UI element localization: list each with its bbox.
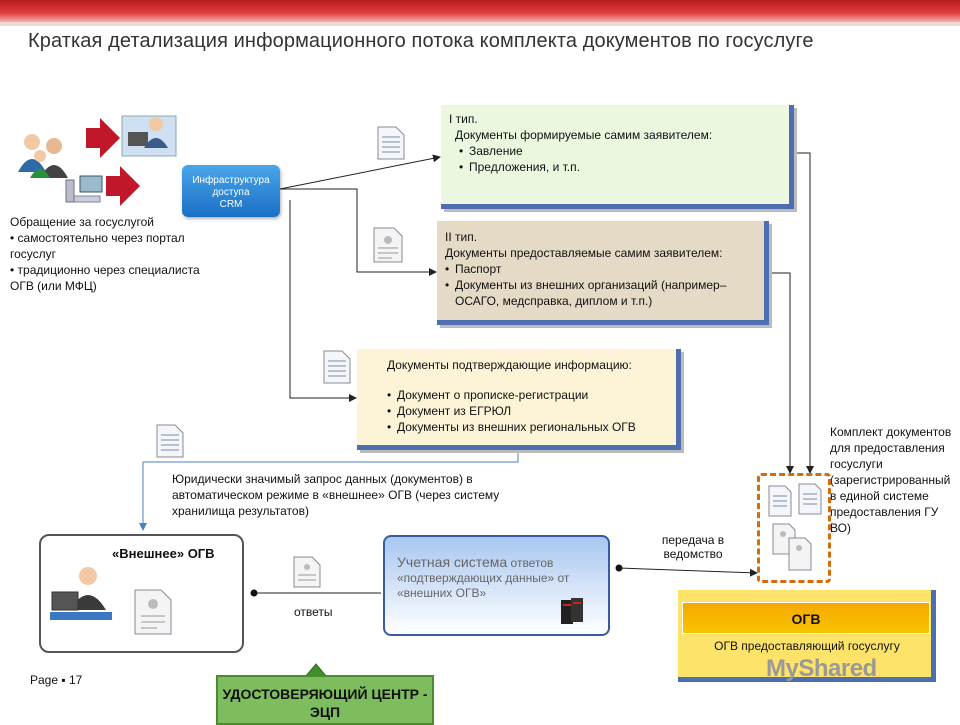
crm-line-1: Инфраструктура bbox=[192, 175, 270, 186]
type2-heading: Документы предоставляемые самим заявител… bbox=[445, 246, 723, 260]
document-icon bbox=[323, 350, 351, 384]
document-package-text: Комплект документов для предоставления г… bbox=[830, 425, 952, 535]
page-title: Краткая детализация информационного пото… bbox=[28, 30, 814, 52]
transfer-line bbox=[618, 567, 758, 577]
list-item: Документы из внешних организаций (наприм… bbox=[445, 277, 756, 309]
arrow-to-type1 bbox=[279, 154, 441, 190]
accounting-title: Учетная система bbox=[397, 554, 508, 570]
type1-list: Завление Предложения, и т.п. bbox=[449, 143, 781, 175]
answers-label: ответы bbox=[294, 605, 333, 619]
document-icon bbox=[156, 424, 184, 458]
list-item: Предложения, и т.п. bbox=[459, 159, 781, 175]
certificate-document-icon bbox=[134, 589, 172, 635]
list-item: Документы из внешних региональных ОГВ bbox=[387, 419, 668, 435]
document-package-icons bbox=[768, 483, 822, 571]
arrow-type2-to-package bbox=[770, 272, 794, 474]
watermark: MyShared bbox=[766, 655, 877, 682]
type1-label: I тип. bbox=[449, 112, 478, 126]
crm-infrastructure-box[interactable]: Инфраструктура доступа CRM bbox=[182, 165, 280, 217]
certification-center-box[interactable]: УДОСТОВЕРЯЮЩИЙ ЦЕНТР - ЭЦП bbox=[216, 675, 434, 725]
top-banner bbox=[0, 0, 960, 22]
top-divider bbox=[0, 22, 960, 26]
document-icon bbox=[768, 485, 792, 517]
document-icon bbox=[798, 483, 822, 515]
list-item: Завление bbox=[459, 143, 781, 159]
application-item-1: • самостоятельно через портал госуслуг bbox=[10, 231, 185, 261]
certificate-document-icon bbox=[788, 537, 812, 571]
certificate-document-icon bbox=[373, 227, 403, 263]
type3-heading: Документы подтверждающие информацию: bbox=[387, 358, 632, 372]
document-package-frame bbox=[757, 473, 831, 583]
answers-dot bbox=[250, 589, 258, 597]
list-item: Паспорт bbox=[445, 261, 756, 277]
transfer-label: передача в ведомство bbox=[661, 533, 725, 561]
arrow-to-type2 bbox=[280, 188, 437, 276]
arrow-to-type3 bbox=[289, 200, 357, 402]
red-arrow-portal bbox=[86, 118, 120, 158]
applicants-icon bbox=[18, 134, 68, 178]
type1-documents-box: I тип. Документы формируемые самим заяви… bbox=[441, 105, 794, 209]
employee-icon bbox=[50, 567, 112, 620]
external-ogv-title: «Внешнее» ОГВ bbox=[112, 546, 215, 561]
application-heading: Обращение за госуслугой bbox=[10, 215, 154, 229]
application-text: Обращение за госуслугой • самостоятельно… bbox=[10, 214, 200, 294]
type2-documents-box: II тип. Документы предоставляемые самим … bbox=[437, 221, 769, 325]
list-item: Документ из ЕГРЮЛ bbox=[387, 403, 668, 419]
document-icon bbox=[377, 126, 405, 160]
type2-list: Паспорт Документы из внешних организаций… bbox=[445, 261, 756, 309]
server-icon bbox=[561, 598, 583, 624]
application-item-2: • традиционно через специалиста ОГВ (или… bbox=[10, 263, 200, 293]
crm-line-3: CRM bbox=[219, 199, 243, 210]
accounting-description: ответов «подтверждающих данные» от «внеш… bbox=[397, 556, 570, 600]
legal-request-text: Юридически значимый запрос данных (докум… bbox=[172, 472, 500, 518]
ogv-title[interactable]: ОГВ bbox=[682, 602, 930, 634]
computer-icon bbox=[65, 175, 103, 203]
red-arrow-specialist bbox=[106, 166, 140, 206]
ogv-subtitle: ОГВ предоставляющий госуслугу bbox=[714, 639, 900, 653]
type2-label: II тип. bbox=[445, 230, 478, 244]
arrow-to-external-ogv bbox=[139, 451, 519, 531]
arrow-type1-to-package bbox=[795, 152, 814, 474]
certificate-document-icon bbox=[293, 556, 321, 588]
type3-list: Документ о прописке-регистрации Документ… bbox=[365, 387, 668, 435]
list-item: Документ о прописке-регистрации bbox=[387, 387, 668, 403]
operator-icon bbox=[121, 115, 177, 157]
crm-line-2: доступа bbox=[212, 187, 250, 198]
type3-documents-box: Документы подтверждающие информацию: Док… bbox=[357, 349, 681, 450]
transfer-dot bbox=[615, 564, 623, 572]
type1-heading: Документы формируемые самим заявителем: bbox=[455, 128, 713, 142]
page-number: Page ▪ 17 bbox=[30, 673, 83, 687]
